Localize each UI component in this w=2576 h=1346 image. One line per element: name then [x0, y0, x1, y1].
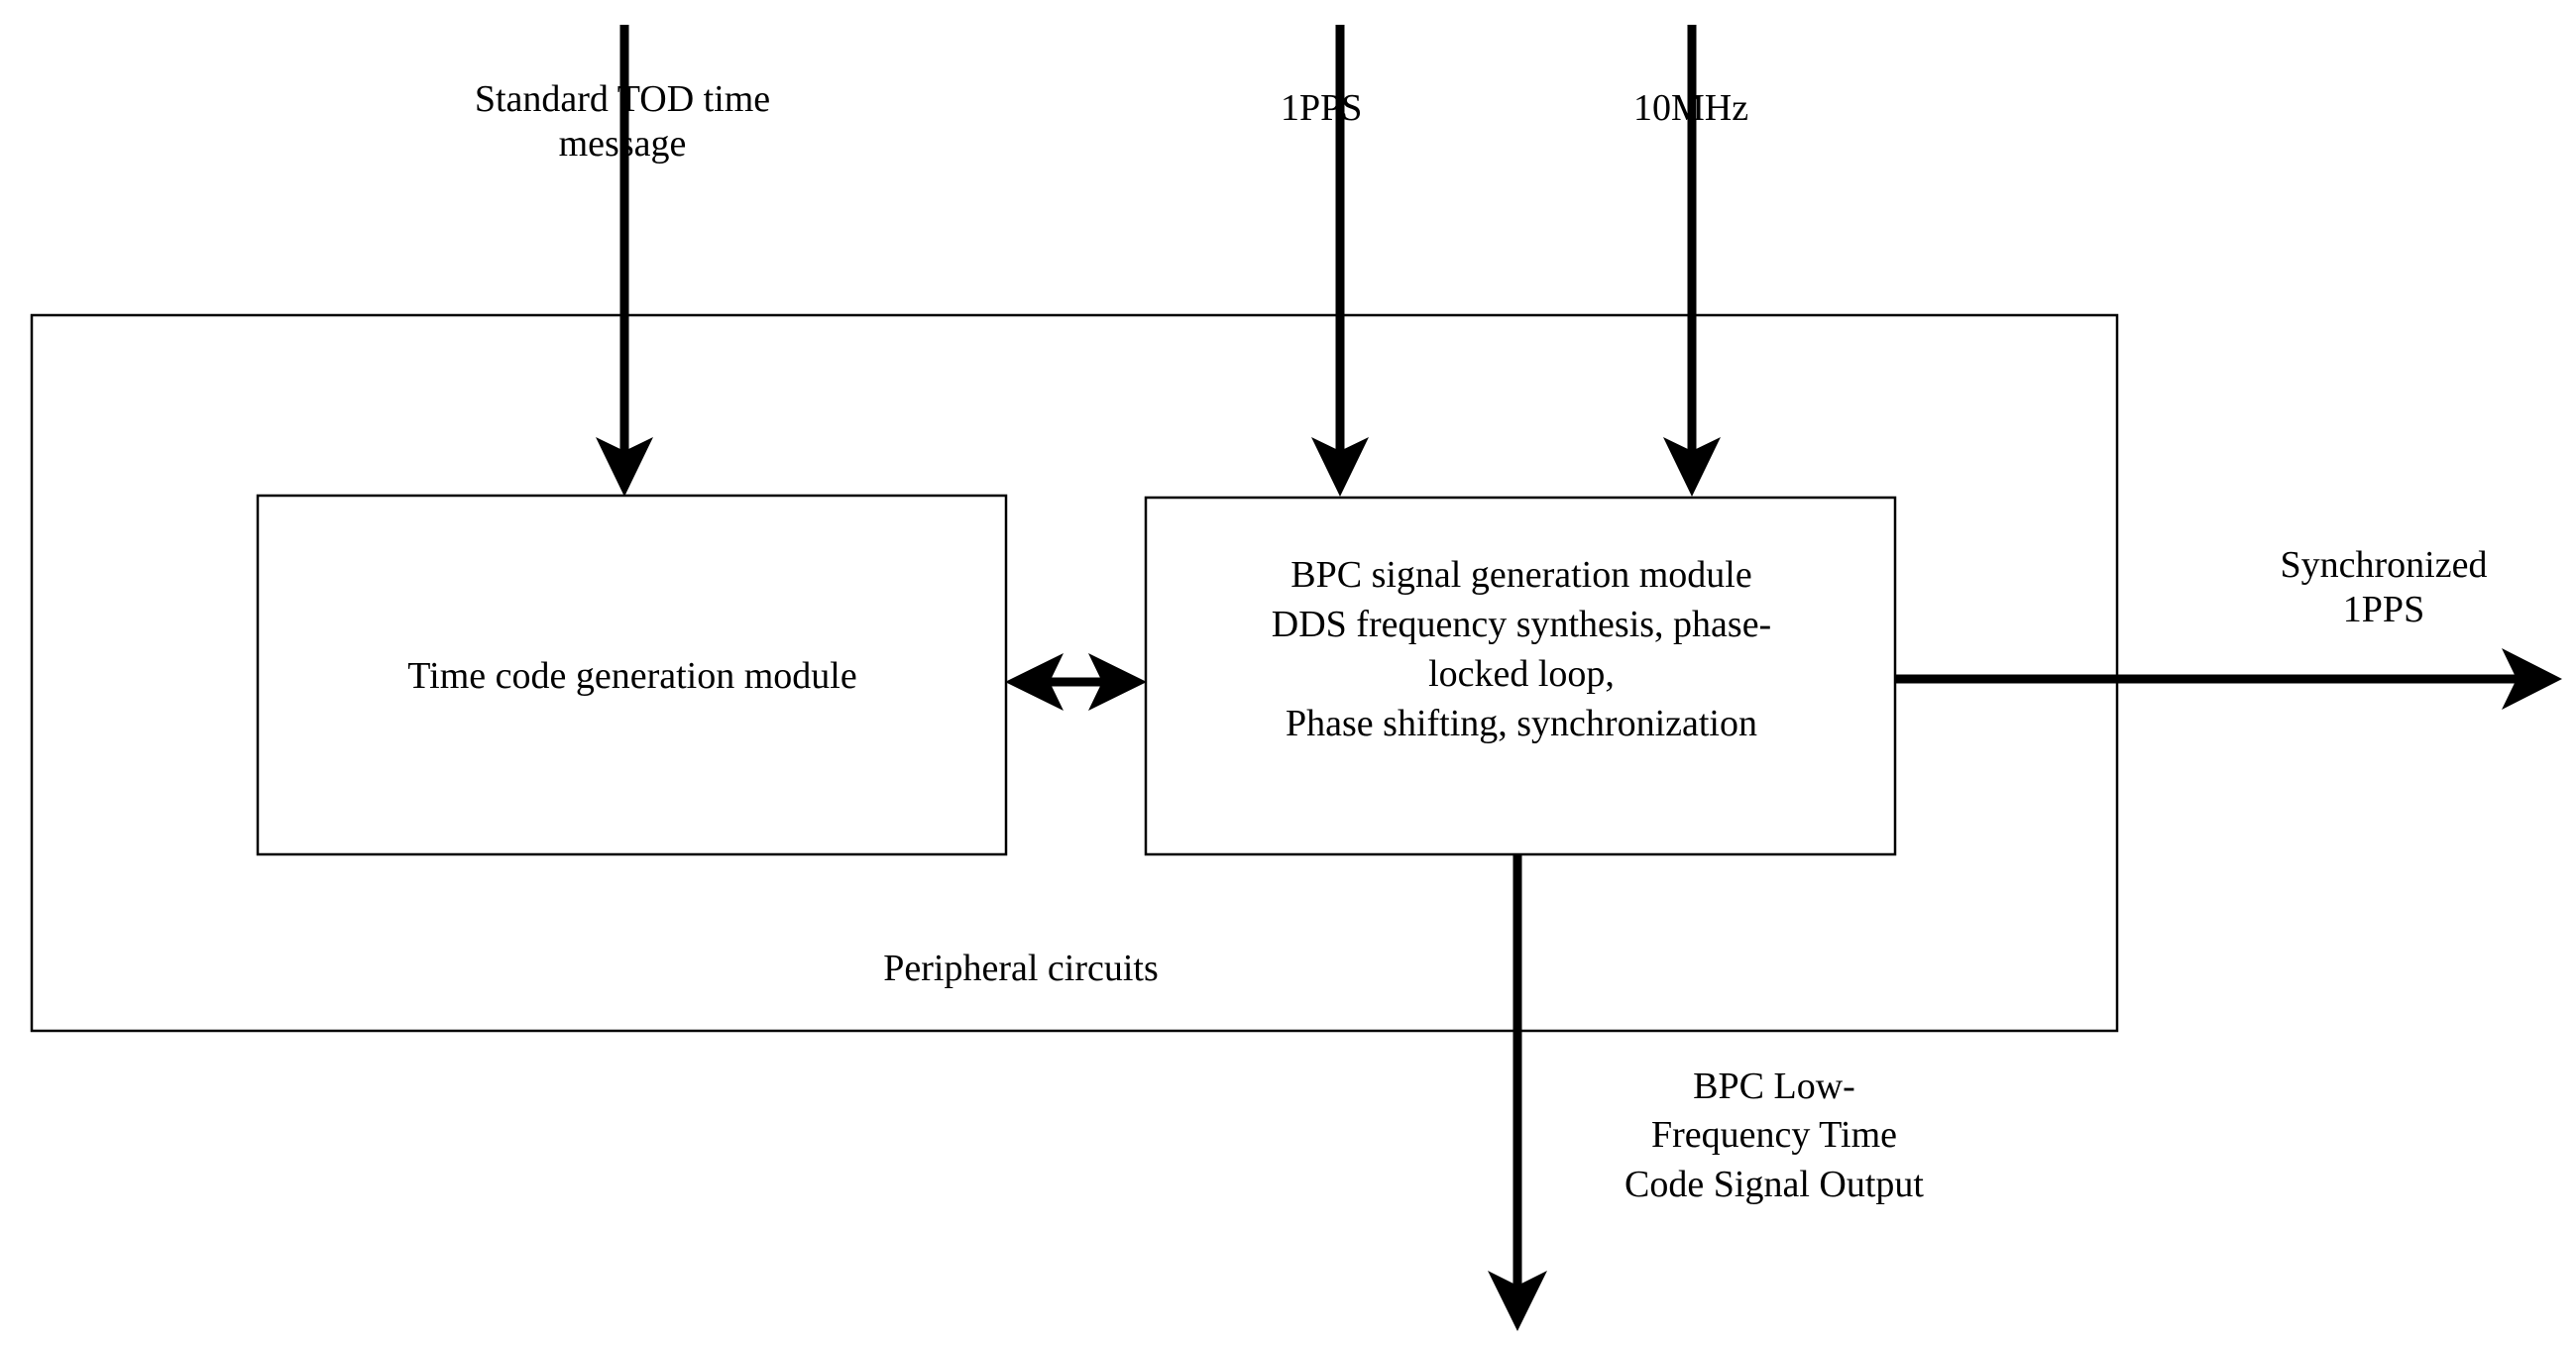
time-code-generation-module-label: Time code generation module — [407, 655, 857, 697]
mhz-input-arrow — [1663, 25, 1721, 497]
mhz-input-label: 10MHz — [1633, 87, 1749, 129]
pps-input-label: 1PPS — [1281, 87, 1363, 129]
bpc-signal-generation-module-label: BPC signal generation module DDS frequen… — [1271, 554, 1772, 745]
tod-input-label: Standard TOD time message — [474, 78, 771, 165]
synchronized-pps-output-label: Synchronized 1PPS — [2280, 544, 2488, 630]
inter-module-bidirectional-arrow — [1005, 653, 1147, 711]
synchronized-pps-output-arrow — [1895, 648, 2562, 710]
pps-input-arrow — [1311, 25, 1369, 497]
bpc-code-output-label: BPC Low- Frequency Time Code Signal Outp… — [1624, 1066, 1924, 1205]
peripheral-circuits-box — [30, 313, 2119, 1033]
time-code-generation-module-box — [256, 494, 1008, 856]
peripheral-circuits-label: Peripheral circuits — [883, 948, 1159, 989]
bpc-code-output-arrow — [1488, 854, 1547, 1331]
bpc-signal-generation-module-box — [1144, 496, 1897, 856]
tod-input-arrow — [596, 25, 653, 497]
